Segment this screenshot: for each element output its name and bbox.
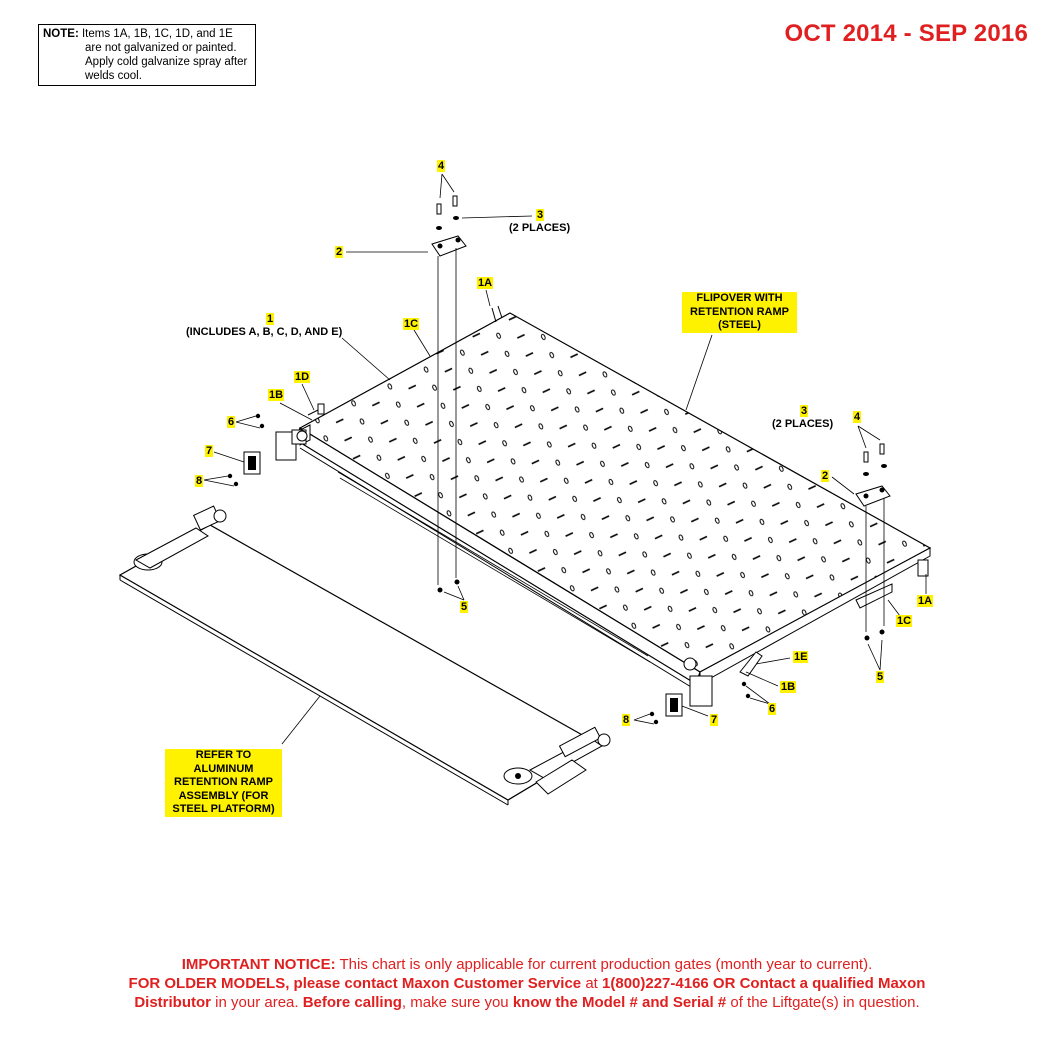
notice-older-models: FOR OLDER MODELS, please contact Maxon C… [128, 975, 582, 992]
steel-platform [295, 305, 932, 691]
notice-in-area: in your area. [211, 994, 303, 1011]
note-line-2: are not galvanized or painted. [85, 42, 237, 54]
notice-make-sure: , make sure you [401, 994, 513, 1011]
callout-refer-line-2: ALUMINUM [193, 762, 254, 775]
callout-refer-line-3: RETENTION RAMP [174, 776, 273, 788]
label-5-left: 5 [460, 601, 469, 613]
label-1A-right: 1A [917, 595, 934, 607]
label-7-right: 7 [710, 714, 719, 726]
label-1E: 1E [793, 651, 809, 663]
callout-refer-line-1: REFER TO [195, 749, 252, 761]
label-2-top: 2 [335, 246, 344, 258]
label-3-top: 3 [536, 209, 545, 221]
callout-flipover-line-3: (STEEL) [718, 319, 761, 331]
important-notice: IMPORTANT NOTICE: This chart is only app… [0, 955, 1054, 1012]
label-3-right: 3 [800, 405, 809, 417]
callout-refer-line-5: STEEL PLATFORM) [172, 803, 275, 815]
note-box: NOTE: Items 1A, 1B, 1C, 1D, and 1E are n… [38, 24, 256, 86]
hinge-fasteners [227, 413, 751, 725]
aluminum-retention-ramp [118, 505, 611, 806]
label-1C-top: 1C [403, 318, 420, 330]
left-hinge-bracket [243, 403, 325, 475]
label-1B-left: 1B [268, 389, 285, 401]
label-6-left: 6 [227, 416, 236, 428]
notice-line-1-text: This chart is only applicable for curren… [335, 956, 873, 973]
notice-at: at [581, 975, 603, 992]
notice-line-3: Distributor in your area. Before calling… [0, 993, 1054, 1012]
label-4-top: 4 [437, 160, 446, 172]
callout-flipover: FLIPOVER WITH RETENTION RAMP (STEEL) [682, 292, 797, 333]
label-1A-top: 1A [477, 277, 494, 289]
label-2-right: 2 [821, 470, 830, 482]
label-6-right: 6 [768, 703, 777, 715]
notice-line-2: FOR OLDER MODELS, please contact Maxon C… [0, 974, 1054, 993]
notice-liftgate: of the Liftgate(s) in question. [726, 994, 920, 1011]
callout-refer-line-4: ASSEMBLY (FOR [178, 789, 269, 802]
label-8-left: 8 [195, 475, 204, 487]
label-3-right-places: (2 PLACES) [772, 418, 834, 430]
callout-flipover-line-2: RETENTION RAMP [690, 305, 789, 318]
note-line-4: welds cool. [85, 70, 142, 82]
notice-phone: 1(800)227-4166 OR Contact a qualified Ma… [602, 975, 926, 992]
label-4-right: 4 [853, 411, 862, 423]
label-7-left: 7 [205, 445, 214, 457]
top-clamp-plate-right [855, 443, 891, 641]
callout-refer: REFER TO ALUMINUM RETENTION RAMP ASSEMBL… [165, 749, 282, 817]
notice-heading: IMPORTANT NOTICE: [181, 956, 336, 973]
leader-lines [203, 173, 927, 745]
label-1D: 1D [294, 371, 311, 383]
top-clamp-plate-left [431, 195, 467, 593]
notice-before-calling: Before calling [302, 994, 402, 1011]
callout-flipover-line-1: FLIPOVER WITH [696, 292, 783, 304]
notice-distributor: Distributor [134, 994, 211, 1011]
label-1: 1 [266, 313, 275, 325]
date-range: OCT 2014 - SEP 2016 [784, 20, 1028, 47]
label-1-includes: (INCLUDES A, B, C, D, AND E) [186, 326, 343, 338]
note-line-3: Apply cold galvanize spray after [85, 56, 248, 68]
label-1C-right: 1C [896, 615, 913, 627]
notice-model-serial: know the Model # and Serial # [512, 994, 727, 1011]
notice-line-1: IMPORTANT NOTICE: This chart is only app… [0, 955, 1054, 974]
label-8-right: 8 [622, 714, 631, 726]
note-line-1: Items 1A, 1B, 1C, 1D, and 1E [81, 28, 233, 40]
label-3-top-places: (2 PLACES) [509, 222, 571, 234]
note-head: NOTE: [43, 28, 79, 40]
right-hinge-bracket [665, 651, 763, 717]
label-1B-right: 1B [780, 681, 797, 693]
label-5-right: 5 [876, 671, 885, 683]
